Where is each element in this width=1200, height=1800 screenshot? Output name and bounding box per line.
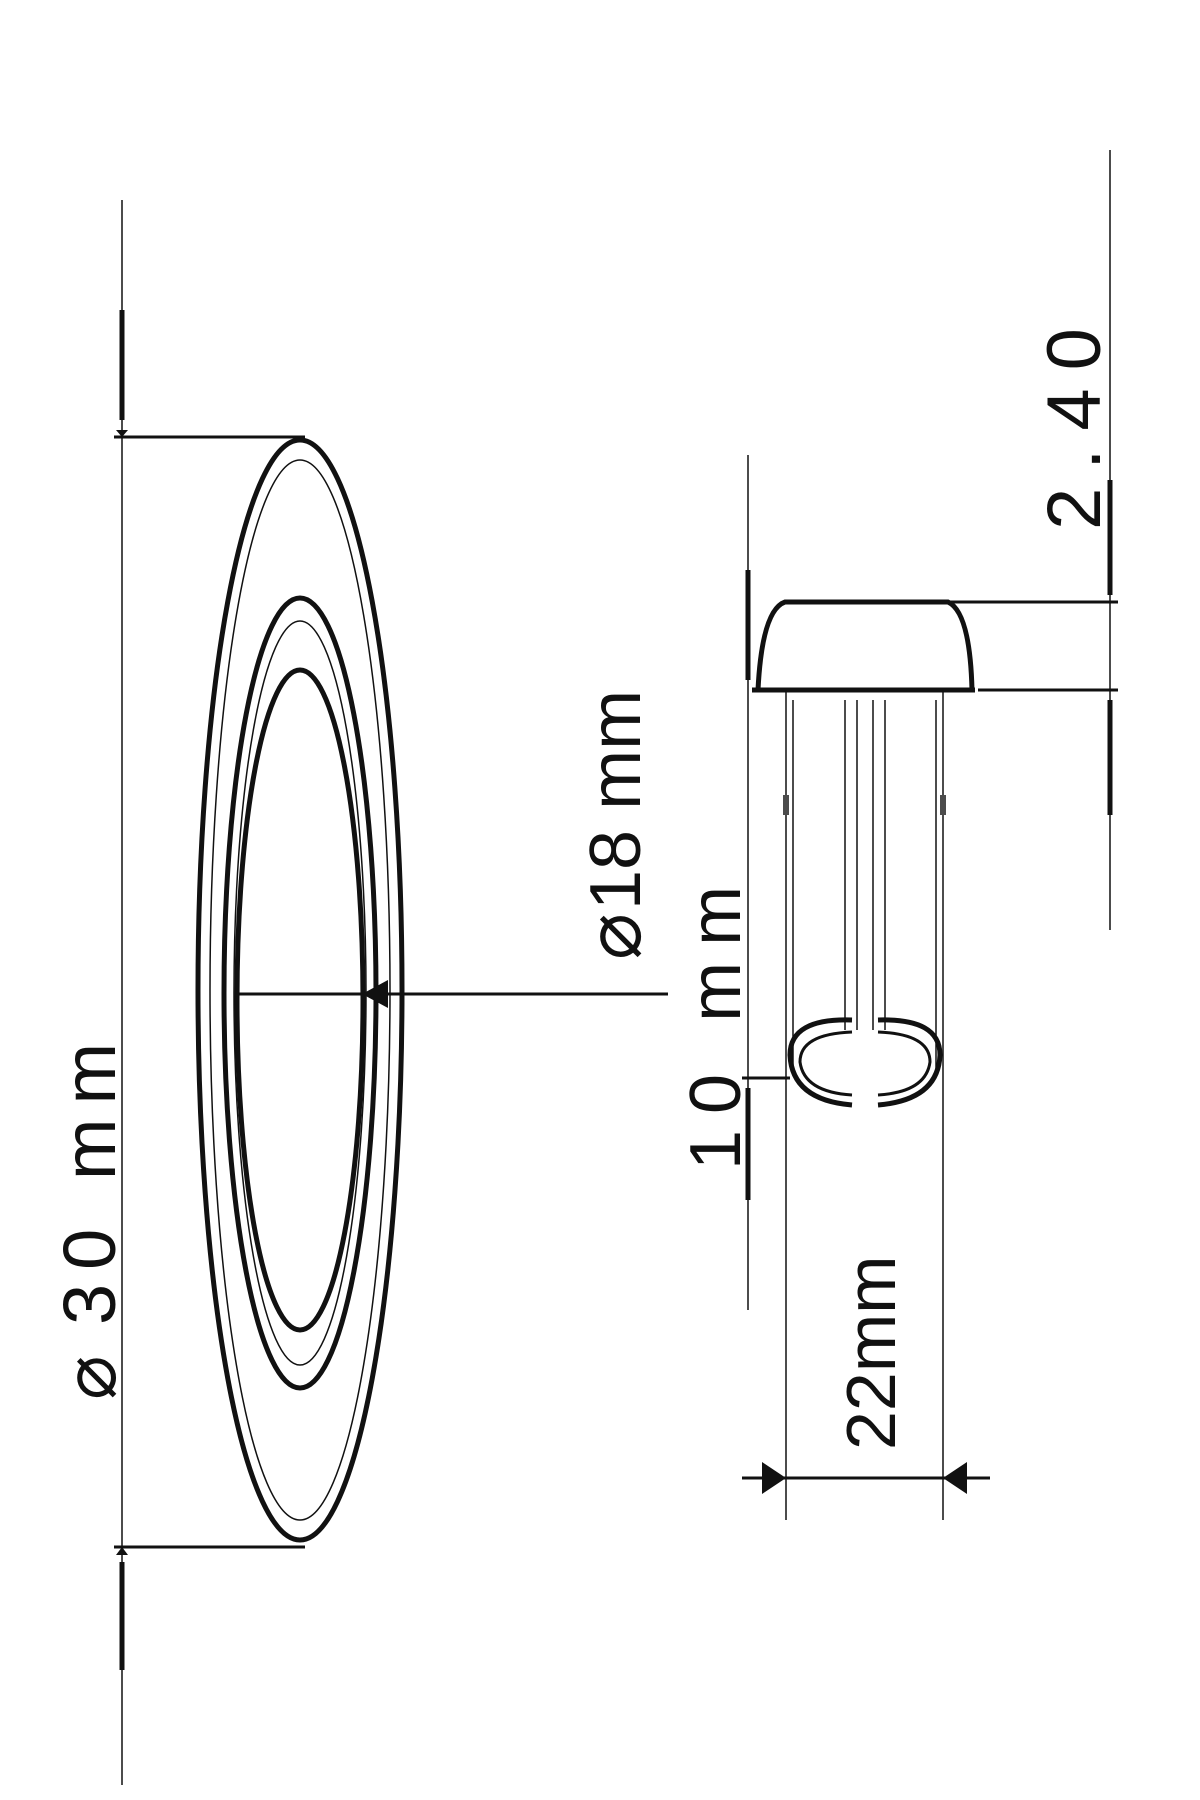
outer-diameter-dimension: [114, 200, 305, 1785]
diameter-symbol-inner: ⌀: [569, 913, 657, 960]
head-height-dimension: [948, 150, 1118, 930]
inner-diameter-leader: [237, 980, 668, 1008]
inner-diameter-label: ⌀ 18 mm: [569, 690, 657, 960]
head-height-label: 2.40: [1032, 310, 1117, 530]
leg-length-dimension: [742, 455, 790, 1310]
rivet-tip-left: [787, 1017, 853, 1108]
inner-diameter-value: 18 mm: [576, 690, 656, 910]
diameter-symbol-outer: ⌀: [48, 1355, 131, 1400]
outer-ring-inner-edge: [209, 459, 391, 1521]
outer-diameter-value: 30 mm: [48, 1029, 131, 1325]
rivet-side-view: [752, 599, 975, 1520]
rivet-head: [755, 599, 975, 691]
leg-width-dimension: [742, 1462, 990, 1494]
head-height-value: 2.40: [1032, 310, 1117, 530]
leg-width-value: 22mm: [832, 1256, 910, 1450]
leg-width-label: 22mm: [832, 1256, 910, 1450]
rivet-tip-right: [877, 1017, 943, 1108]
inner-hole-ellipse: [234, 667, 366, 1333]
leg-length-value: 10 mm: [676, 870, 756, 1170]
outer-ring-ellipse: [195, 437, 405, 1543]
outer-diameter-label: ⌀ 30 mm: [48, 1029, 131, 1400]
leg-length-label: 10 mm: [676, 870, 756, 1170]
